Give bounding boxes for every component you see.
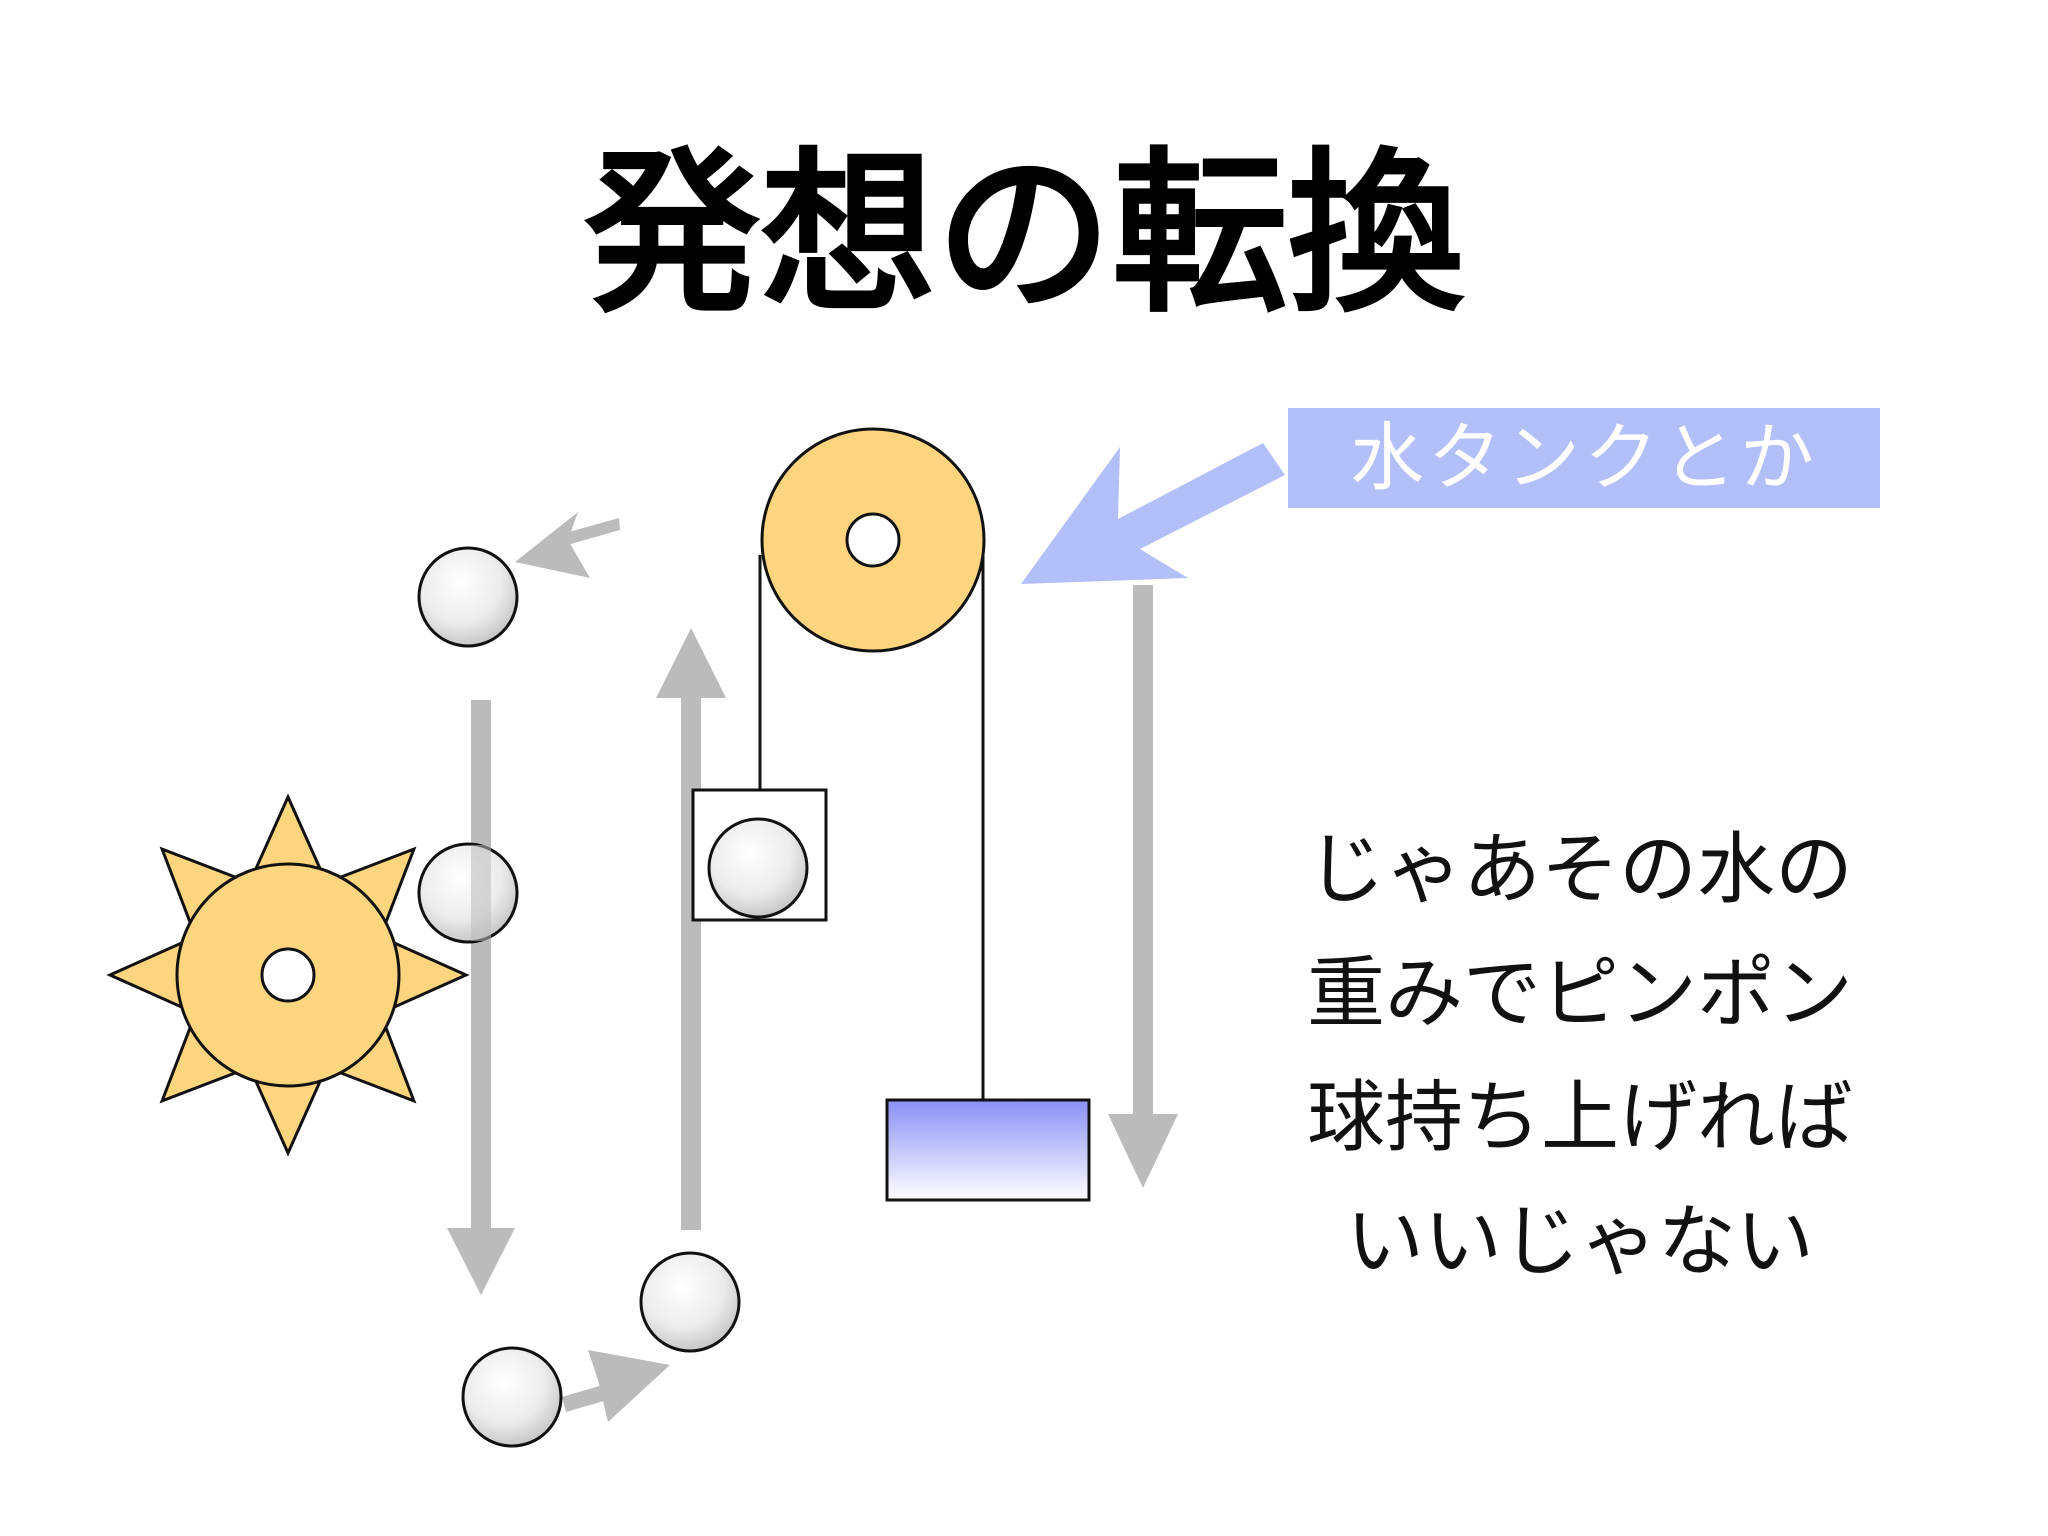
pulley-ropes	[758, 530, 985, 1100]
gear-icon	[106, 793, 470, 1157]
explanation-line: 球持ち上げれば	[1306, 1073, 1853, 1163]
down-arrow-left	[447, 700, 515, 1295]
ball-middle	[417, 842, 519, 944]
ball-bottom-right	[639, 1251, 741, 1353]
explanation-line: いいじゃない	[1345, 1197, 1814, 1287]
down-arrow-right	[1108, 585, 1178, 1188]
water-tank-weight	[885, 1098, 1091, 1202]
motion-arrows	[447, 512, 1178, 1422]
explanation-text: じゃあその水の 重みでピンポン 球持ち上げれば いいじゃない	[1270, 808, 1890, 1304]
small-arrow-bottom-right	[562, 1350, 670, 1422]
up-arrow-middle	[656, 628, 726, 1230]
ball-in-cage	[707, 817, 809, 919]
small-arrow-top-left	[515, 512, 620, 578]
slide-title: 発想の転換	[583, 132, 1464, 337]
ping-pong-balls	[417, 546, 809, 1448]
ball-bottom-left	[461, 1346, 563, 1448]
explanation-line: じゃあその水の	[1306, 825, 1853, 915]
pulley-wheel	[760, 427, 986, 653]
down-arrow-overlay	[471, 845, 491, 941]
explanation-line: 重みでピンポン	[1306, 949, 1853, 1039]
ball-top	[417, 546, 519, 648]
callout-arrow	[1021, 443, 1285, 584]
callout-label: 水タンクとか	[1288, 408, 1880, 508]
